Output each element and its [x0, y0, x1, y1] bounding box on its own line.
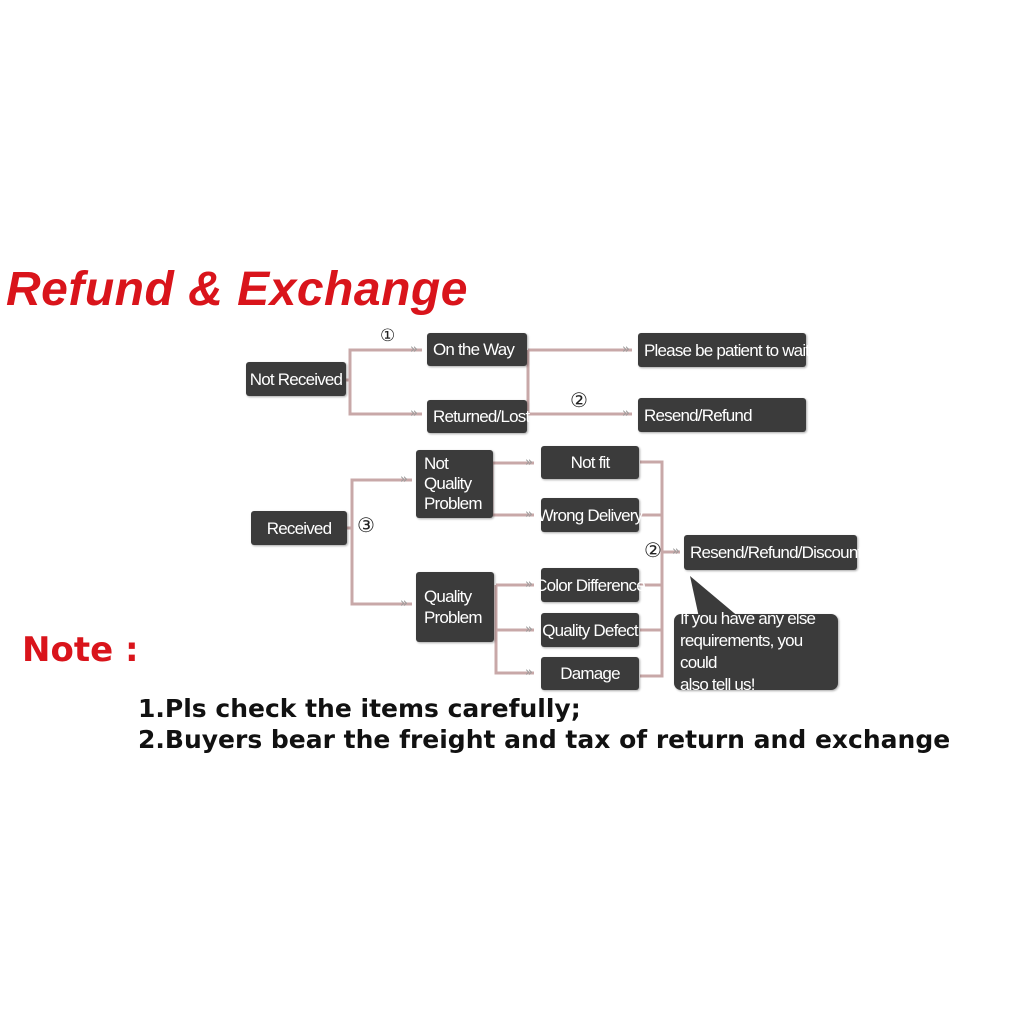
- arrow-icon: »: [622, 406, 630, 421]
- box-resend-refund-discount: Resend/Refund/Discount: [684, 535, 862, 570]
- connector-on-the-way: [526, 348, 632, 416]
- note-line-1: 1.Pls check the items carefully;: [138, 694, 581, 723]
- box-color-difference: Color Difference: [535, 568, 646, 602]
- arrow-icon: »: [622, 342, 630, 357]
- arrow-icon: »: [525, 622, 533, 637]
- step-marker-2b: ②: [644, 538, 662, 562]
- connector-collector: [640, 460, 680, 678]
- box-quality-problem: Quality Problem: [416, 572, 494, 642]
- arrow-icon: »: [400, 472, 408, 487]
- note-heading: Note :: [22, 630, 139, 670]
- connector-not-received: [346, 348, 422, 416]
- page-title: Refund & Exchange: [6, 263, 468, 316]
- box-resend-refund: Resend/Refund: [638, 398, 806, 432]
- box-not-quality-problem: Not Quality Problem: [416, 450, 493, 518]
- box-received: Received: [251, 511, 347, 545]
- step-marker-3: ③: [357, 513, 375, 537]
- arrow-icon: »: [525, 455, 533, 470]
- box-on-the-way: On the Way: [427, 333, 527, 366]
- box-returned-lost: Returned/Lost: [427, 400, 530, 433]
- arrow-icon: »: [525, 665, 533, 680]
- arrow-icon: »: [410, 406, 418, 421]
- note-line-2: 2.Buyers bear the freight and tax of ret…: [138, 725, 951, 754]
- box-quality-defect: Quality Defect: [541, 613, 639, 647]
- box-please-wait: Please be patient to wait: [638, 333, 810, 367]
- connector-received: [346, 478, 412, 606]
- arrow-icon: »: [525, 507, 533, 522]
- arrow-icon: »: [525, 577, 533, 592]
- box-not-fit: Not fit: [541, 446, 639, 479]
- box-not-received: Not Received: [246, 362, 346, 396]
- speech-bubble-note: If you have any else requirements, you c…: [674, 609, 838, 694]
- connector-quality: [494, 583, 534, 675]
- step-marker-1: ①: [380, 326, 396, 346]
- arrow-icon: »: [672, 544, 680, 559]
- box-wrong-delivery: Wrong Delivery: [538, 498, 643, 532]
- step-marker-2: ②: [570, 388, 588, 412]
- arrow-icon: »: [410, 342, 418, 357]
- box-damage: Damage: [541, 657, 639, 690]
- arrow-icon: »: [400, 596, 408, 611]
